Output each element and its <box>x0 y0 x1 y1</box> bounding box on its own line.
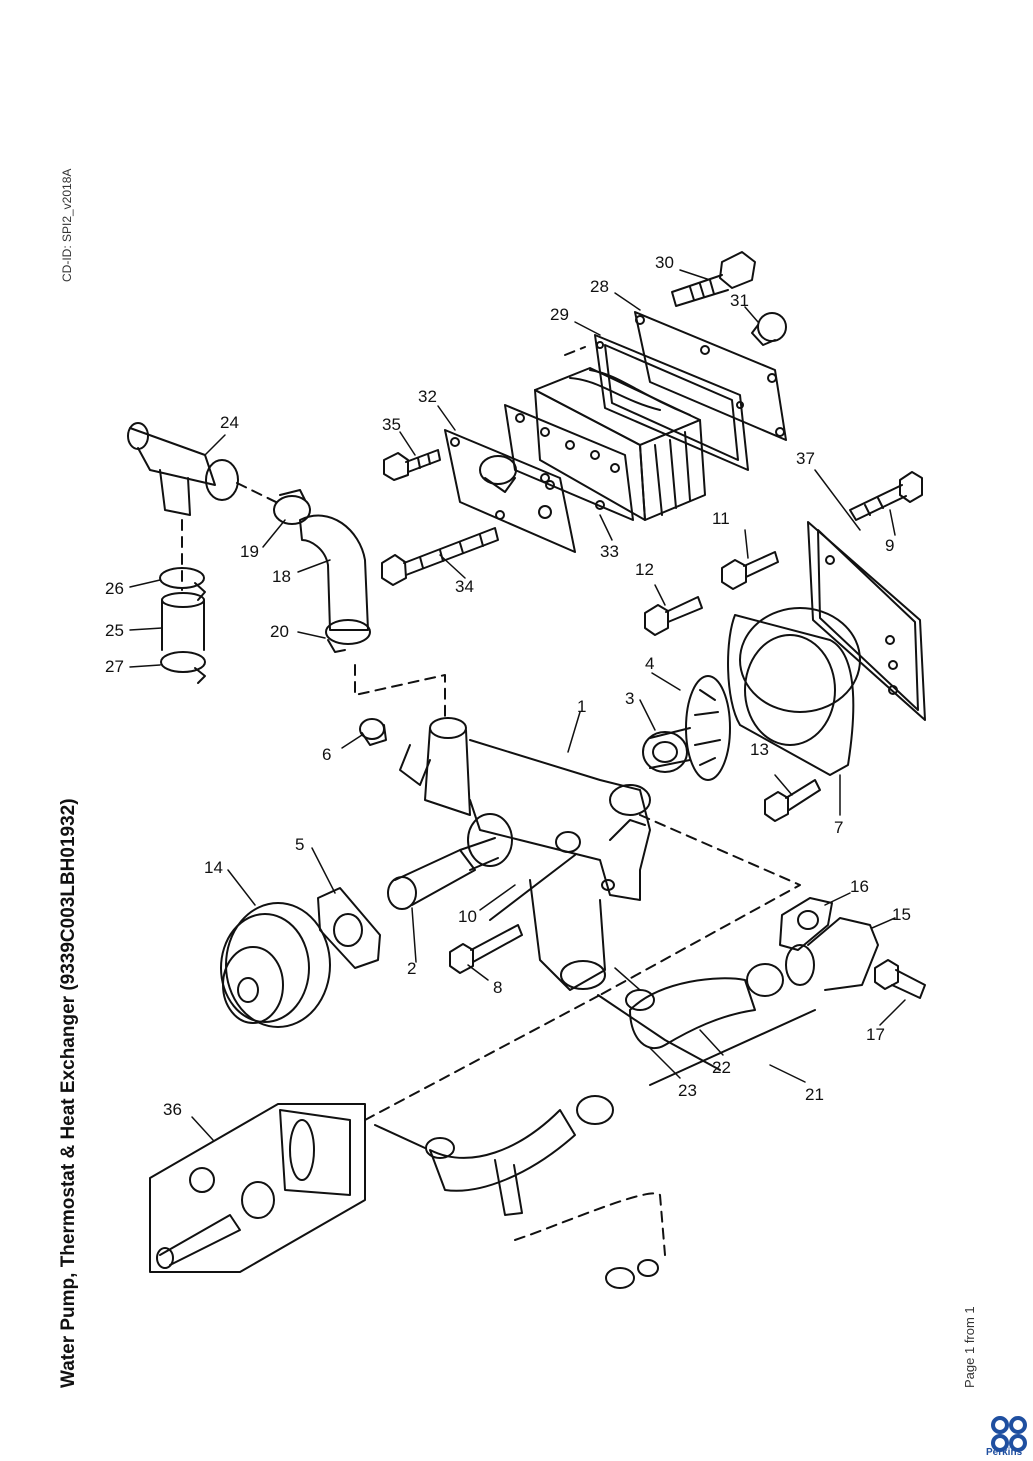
bolt-34 <box>381 527 499 586</box>
bolt-11 <box>721 551 779 590</box>
callout-29: 29 <box>550 305 569 324</box>
brand-name: Perkins <box>986 1447 1023 1458</box>
callout-17: 17 <box>866 1025 885 1044</box>
hose-clip-26 <box>159 567 206 601</box>
elbow-15 <box>785 917 879 991</box>
hose-clip-19 <box>273 489 311 525</box>
gasket-16 <box>779 897 833 951</box>
plug-6 <box>359 718 387 746</box>
hose-clip-27 <box>160 651 206 684</box>
callout-31: 31 <box>730 291 749 310</box>
hose-assembly-36 <box>425 1095 666 1289</box>
callout-37: 37 <box>796 449 815 468</box>
callout-leaders <box>129 269 906 1141</box>
callout-19: 19 <box>240 542 259 561</box>
bolt-13 <box>764 779 821 822</box>
callout-2: 2 <box>407 959 416 978</box>
callout-14: 14 <box>204 858 223 877</box>
callout-3: 3 <box>625 689 634 708</box>
end-cover-gasket <box>594 334 749 471</box>
impeller-4 <box>685 675 731 781</box>
bolt-35 <box>383 449 441 481</box>
hose-25 <box>161 592 205 651</box>
leader-dash <box>364 994 601 1121</box>
front-end-gasket <box>504 404 634 521</box>
callout-13: 13 <box>750 740 769 759</box>
flange-5 <box>317 887 381 969</box>
callout-18: 18 <box>272 567 291 586</box>
callout-20: 20 <box>270 622 289 641</box>
end-cover-plate <box>634 311 787 441</box>
callout-30: 30 <box>655 253 674 272</box>
bolt-8 <box>449 924 523 974</box>
bolt-9 <box>849 471 923 521</box>
leader-line <box>374 1124 426 1149</box>
heat-exchanger-front-cover <box>444 429 576 553</box>
callout-27: 27 <box>105 657 124 676</box>
gasket-7 <box>727 607 861 776</box>
bolt-12 <box>644 596 703 636</box>
bolt-17 <box>874 959 926 999</box>
callout-24: 24 <box>220 413 239 432</box>
bolt-30 <box>671 251 756 307</box>
leader-line <box>489 854 576 921</box>
callout-16: 16 <box>850 877 869 896</box>
callout-4: 4 <box>645 654 654 673</box>
callout-12: 12 <box>635 560 654 579</box>
hose-18 <box>299 514 369 631</box>
leader-dash <box>354 664 446 721</box>
gasket-37 <box>807 521 926 721</box>
callout-35: 35 <box>382 415 401 434</box>
callout-26: 26 <box>105 579 124 598</box>
callout-22: 22 <box>712 1058 731 1077</box>
spindle-2 <box>387 837 499 910</box>
water-pump-body <box>399 717 651 991</box>
hose-22 <box>629 977 756 1050</box>
callout-7: 7 <box>834 818 843 837</box>
hose-clip <box>625 963 784 1011</box>
callout-11: 11 <box>712 509 730 528</box>
callout-numbers: 30 28 31 29 32 35 24 37 11 9 19 33 12 18… <box>105 253 911 1119</box>
callout-8: 8 <box>493 978 502 997</box>
callout-1: 1 <box>577 697 586 716</box>
callout-21: 21 <box>805 1085 824 1104</box>
callout-32: 32 <box>418 387 437 406</box>
plug-31 <box>751 312 787 346</box>
callout-10: 10 <box>458 907 477 926</box>
callout-34: 34 <box>455 577 474 596</box>
thermostat-housing-24 <box>127 422 239 516</box>
leader-line <box>597 994 721 1071</box>
pulley-14 <box>220 902 331 1028</box>
leader-dash <box>564 346 586 356</box>
callout-5: 5 <box>295 835 304 854</box>
callout-23: 23 <box>678 1081 697 1100</box>
hose-clip-20 <box>325 619 371 653</box>
callout-33: 33 <box>600 542 619 561</box>
kit-36-inset <box>149 1103 366 1273</box>
callout-15: 15 <box>892 905 911 924</box>
callout-6: 6 <box>322 745 331 764</box>
callout-25: 25 <box>105 621 124 640</box>
leader-dash <box>236 482 283 506</box>
heat-exchanger-core <box>534 367 706 521</box>
bracket-21 <box>649 1009 816 1086</box>
callout-9: 9 <box>885 536 894 555</box>
callout-36: 36 <box>163 1100 182 1119</box>
leader-dash <box>599 814 801 996</box>
callout-28: 28 <box>590 277 609 296</box>
seal-3 <box>642 727 691 773</box>
perkins-logo-icon <box>991 1416 1027 1452</box>
